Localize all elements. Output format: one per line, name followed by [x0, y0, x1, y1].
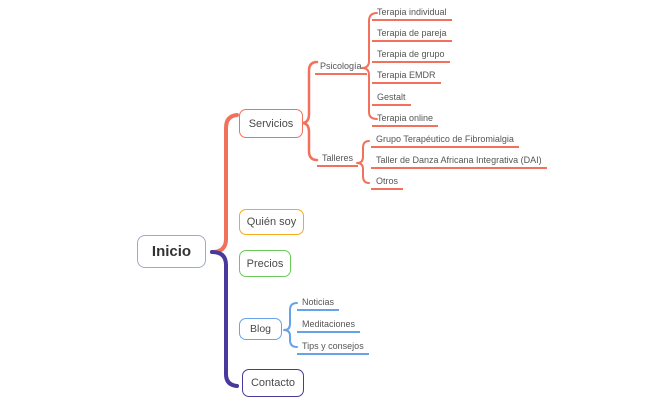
servicios-brace: [300, 60, 319, 162]
leaf-terapia-de-pareja[interactable]: Terapia de pareja: [372, 28, 452, 42]
leaf-terapia-de-grupo[interactable]: Terapia de grupo: [372, 49, 450, 63]
leaf-tips-y-consejos[interactable]: Tips y consejos: [297, 341, 369, 355]
blog-brace: [283, 302, 298, 348]
leaf-terapia-emdr[interactable]: Terapia EMDR: [372, 70, 441, 84]
leaf-gestalt[interactable]: Gestalt: [372, 92, 411, 106]
talleres-brace: [356, 140, 370, 184]
leaf-grupo-terapeutico-fibromialgia[interactable]: Grupo Terapéutico de Fibromialgia: [371, 134, 519, 148]
mindmap-node-blog[interactable]: Blog: [239, 318, 282, 340]
leaf-taller-danza-africana-integrativa[interactable]: Taller de Danza Africana Integrativa (DA…: [371, 155, 547, 169]
leaf-terapia-individual[interactable]: Terapia individual: [372, 7, 452, 21]
mindmap-node-talleres[interactable]: Talleres: [317, 153, 359, 167]
leaf-meditaciones[interactable]: Meditaciones: [297, 319, 361, 333]
mindmap-node-contacto[interactable]: Contacto: [242, 369, 304, 397]
leaf-noticias[interactable]: Noticias: [297, 297, 340, 311]
mindmap-node-psicologia[interactable]: Psicología: [315, 61, 367, 75]
psicologia-brace: [361, 12, 378, 120]
mindmap-node-servicios[interactable]: Servicios: [239, 109, 303, 138]
mindmap-node-inicio[interactable]: Inicio: [137, 235, 206, 268]
main-brace-top-red: [210, 113, 239, 254]
mindmap-node-quien-soy[interactable]: Quién soy: [239, 209, 304, 235]
mindmap-node-precios[interactable]: Precios: [239, 250, 291, 277]
leaf-otros[interactable]: Otros: [371, 176, 404, 190]
leaf-terapia-online[interactable]: Terapia online: [372, 113, 439, 127]
main-brace-bottom-indigo: [210, 250, 239, 388]
